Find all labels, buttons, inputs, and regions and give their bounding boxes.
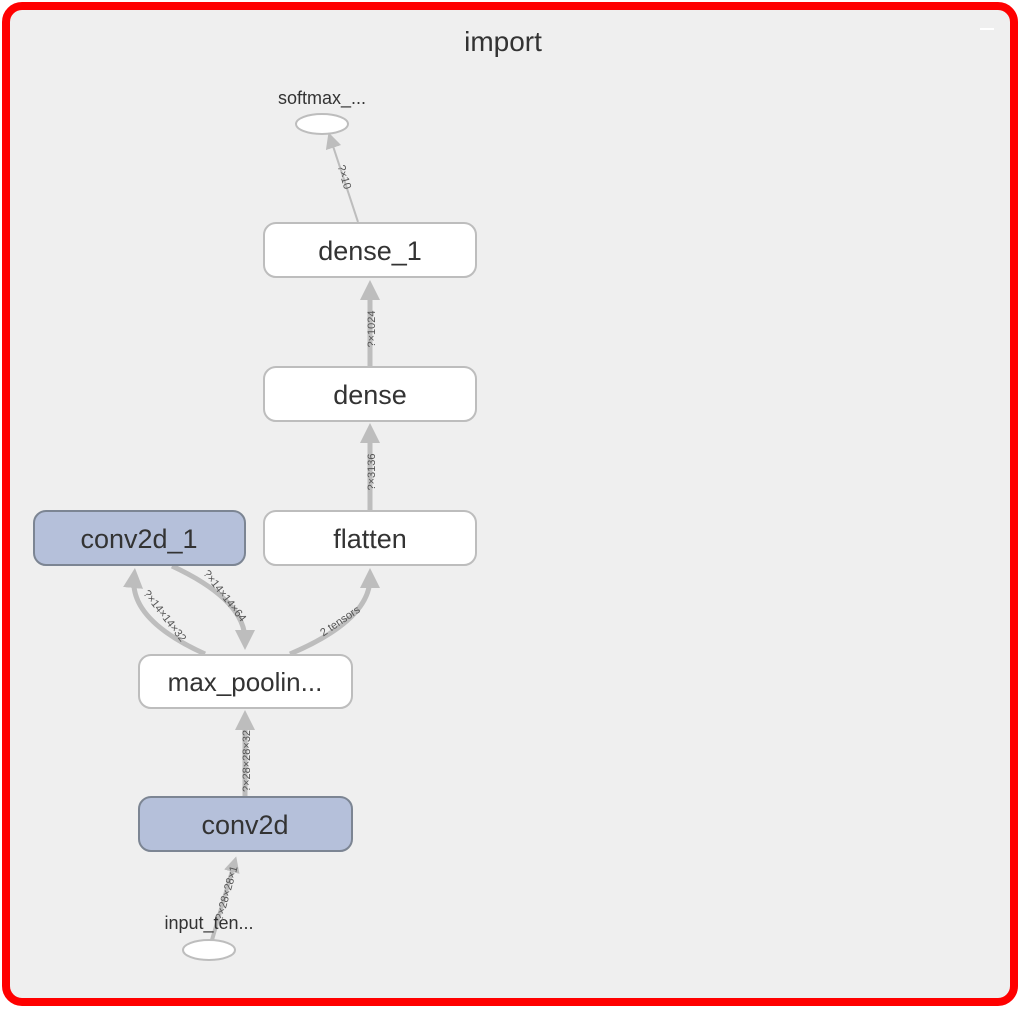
node-input-tensor[interactable]: input_ten... (164, 913, 254, 961)
node-label: conv2d (201, 810, 288, 840)
node-max-pooling[interactable]: max_poolin... (138, 654, 353, 709)
node-label: dense_1 (318, 236, 422, 266)
edge-label: ?×28×28×32 (241, 730, 253, 792)
edge-label: 2 tensors (318, 604, 363, 640)
node-softmax[interactable]: softmax_... (278, 88, 366, 135)
node-conv2d[interactable]: conv2d (138, 796, 353, 852)
node-label: conv2d_1 (80, 524, 197, 554)
node-label: max_poolin... (168, 667, 323, 697)
corner-mark (980, 28, 994, 30)
edge-label: ?×10 (335, 164, 353, 191)
edge-flatten-to-dense[interactable]: ?×3136 (360, 423, 380, 510)
node-flatten[interactable]: flatten (263, 510, 477, 566)
edge-maxpool-to-conv2d1[interactable]: ?×14×14×32 (123, 568, 207, 657)
edge-conv2d-to-maxpool[interactable]: ?×28×28×32 (235, 710, 255, 796)
node-label: input_ten... (164, 913, 253, 934)
edge-label: ?×3136 (366, 453, 378, 490)
edge-maxpool-to-flatten[interactable]: 2 tensors (289, 568, 380, 657)
edge-label: ?×1024 (366, 310, 378, 347)
node-conv2d-1[interactable]: conv2d_1 (33, 510, 246, 566)
edge-label: ?×14×14×64 (201, 568, 249, 624)
edge-dense-to-dense1[interactable]: ?×1024 (360, 280, 380, 366)
node-label: dense (333, 380, 407, 410)
node-label: softmax_... (278, 88, 366, 109)
node-label: flatten (333, 524, 407, 554)
edge-conv2d1-to-maxpool[interactable]: ?×14×14×64 (170, 563, 255, 650)
node-dense-1[interactable]: dense_1 (263, 222, 477, 278)
node-dense[interactable]: dense (263, 366, 477, 422)
edge-dense1-to-softmax[interactable]: ?×10 (325, 132, 359, 223)
graph-title: import (464, 26, 542, 57)
